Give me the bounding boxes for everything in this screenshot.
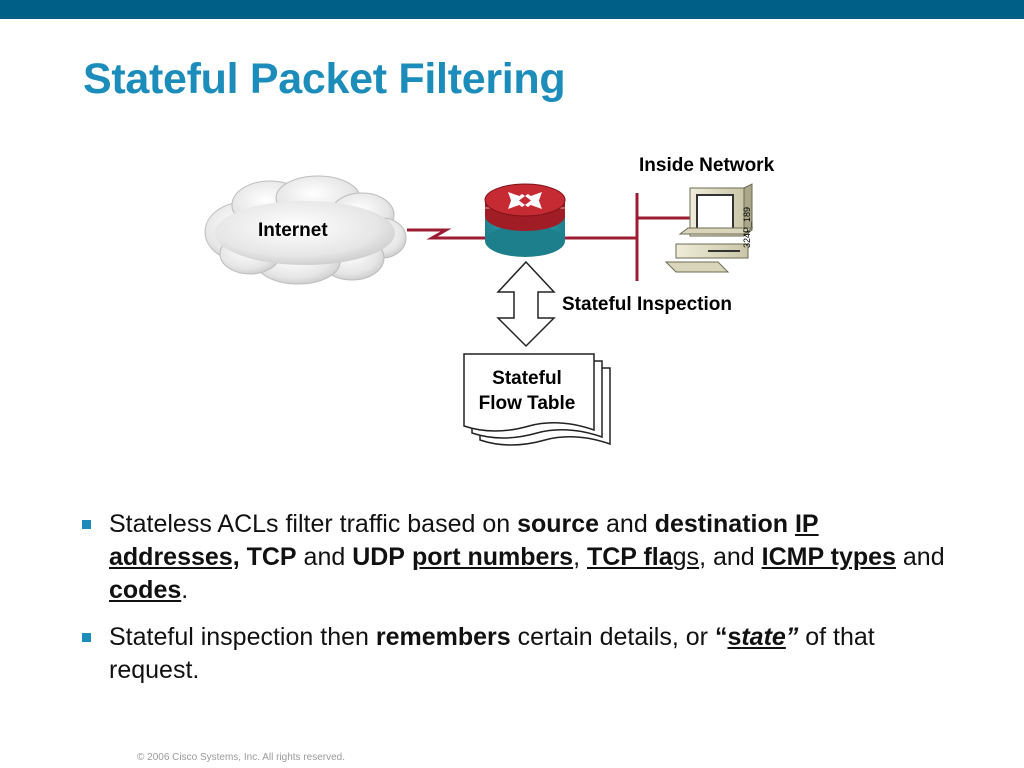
text-run: TCP (246, 543, 297, 571)
text-run: . (181, 576, 189, 604)
stateful-inspection-label: Stateful Inspection (562, 294, 732, 315)
flow-table-label: Stateful Flow Table (466, 366, 588, 416)
top-banner (0, 0, 1024, 19)
inside-network-label: Inside Network (639, 155, 775, 176)
text-run: of that request. (109, 623, 875, 684)
text-run: TCP fla (586, 543, 673, 571)
text-run: and (599, 510, 655, 538)
text-run: UDP (352, 543, 405, 571)
bullet-text: Stateful inspection then remembers certa… (109, 623, 875, 684)
slide-title: Stateful Packet Filtering (83, 55, 566, 103)
text-run: and (895, 543, 945, 571)
text-run: certain details, or (510, 623, 715, 651)
text-run: ” (785, 623, 799, 651)
bullet-item-stateful: Stateful inspection then remembers certa… (82, 621, 952, 687)
text-run: gs (672, 543, 700, 571)
copyright-footer: © 2006 Cisco Systems, Inc. All rights re… (137, 752, 346, 763)
flow-table-document-icon (463, 353, 611, 446)
router-firewall-icon (484, 183, 566, 257)
bullet-text: Stateless ACLs filter traffic based on s… (109, 510, 945, 604)
text-run: tate (741, 623, 786, 651)
internet-cloud-icon (204, 175, 407, 285)
text-run: IP addresses, (109, 510, 819, 571)
text-run: , (573, 543, 587, 571)
bidirectional-arrow-icon (496, 260, 556, 348)
internet-label: Internet (258, 220, 328, 241)
text-run: Stateless ACLs filter traffic based on (109, 510, 518, 538)
bullet-item-acls: Stateless ACLs filter traffic based on s… (82, 508, 952, 607)
text-run: port numbers (411, 543, 574, 571)
flow-table-line-1: Stateful (492, 368, 562, 389)
wan-link (407, 228, 487, 240)
network-diagram (204, 175, 754, 446)
text-run: “ (714, 623, 728, 651)
bullet-square-icon (82, 633, 91, 642)
text-run: ICMP types (761, 543, 896, 571)
text-run: , and (699, 543, 762, 571)
text-run: codes (109, 576, 182, 604)
text-run: and (296, 543, 353, 571)
text-run: source (517, 510, 600, 538)
text-run: Stateful inspection then (109, 623, 376, 651)
flow-table-line-2: Flow Table (478, 393, 576, 414)
text-run: s (727, 623, 742, 651)
figure-code: 324P_189 (742, 206, 752, 248)
bullet-list: Stateless ACLs filter traffic based on s… (82, 508, 952, 701)
text-run: destination (654, 510, 789, 538)
pc-icon (664, 183, 754, 273)
bullet-square-icon (82, 520, 91, 529)
text-run (405, 543, 412, 571)
text-run (240, 543, 247, 571)
text-run: remembers (375, 623, 511, 651)
text-run (788, 510, 795, 538)
